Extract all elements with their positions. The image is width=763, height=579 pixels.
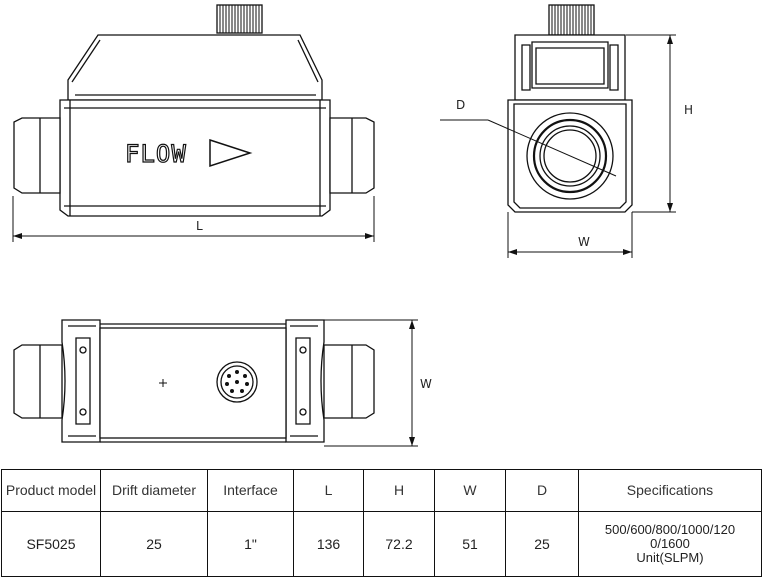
cell-drift: 25 [100,511,208,577]
spec-line-1: 500/600/800/1000/120 [604,522,736,538]
header-drift-diameter: Drift diameter [100,468,208,513]
header-interface: Interface [207,468,294,513]
header-h: H [363,468,435,513]
side-view [440,4,676,258]
header-d: D [505,468,579,513]
header-product-model: Product model [1,468,101,513]
cell-d: 25 [505,511,579,577]
dimension-l-label: L [196,219,203,233]
cell-w: 51 [434,511,506,577]
cell-model: SF5025 [1,511,101,577]
dimension-w-label-top: W [420,377,432,391]
specification-table: Product model Drift diameter Interface L… [1,468,762,577]
dimension-w-label-side: W [578,235,590,249]
cell-interface: 1" [207,511,294,577]
header-specifications: Specifications [578,468,762,513]
flow-label: FLOW [125,140,187,168]
cell-l: 136 [293,511,364,577]
front-view [12,4,375,242]
table-header-row: Product model Drift diameter Interface L… [1,468,762,513]
dimension-d-label: D [456,98,465,112]
top-view [13,319,418,447]
header-l: L [293,468,364,513]
spec-line-2: 0/1600 [650,536,690,552]
table-row: SF5025 25 1" 136 72.2 51 25 500/600/800/… [1,511,762,577]
spec-line-3: Unit(SLPM) [636,550,704,566]
header-w: W [434,468,506,513]
technical-drawing: FLOW L D H W W [12,4,693,447]
dimension-h-label: H [684,103,693,117]
cell-h: 72.2 [363,511,435,577]
cell-specifications: 500/600/800/1000/120 0/1600 Unit(SLPM) [578,511,762,577]
